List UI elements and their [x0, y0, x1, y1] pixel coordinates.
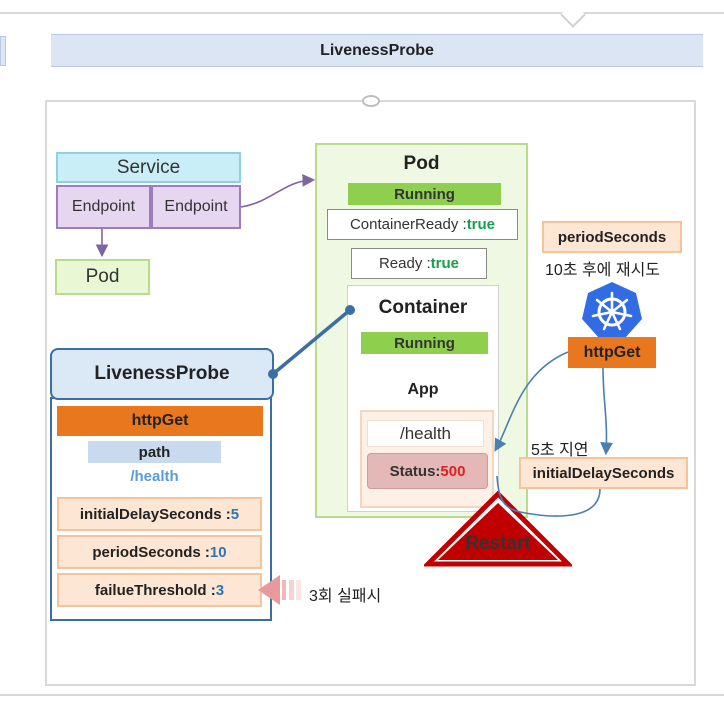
bottom-divider	[0, 694, 724, 696]
httpget-to-app-arrow	[494, 351, 569, 452]
health-endpoint: /health	[367, 420, 484, 447]
endpoint-box-1: Endpoint	[56, 185, 151, 229]
http-get-badge: httpGet	[568, 337, 656, 368]
retry-note: 10초 후에 재시도	[545, 262, 661, 279]
app-label: App	[407, 381, 439, 398]
period-label: periodSeconds :	[92, 543, 210, 561]
endpoint-to-pod-arrow	[240, 173, 316, 208]
service-box: Service	[56, 152, 241, 183]
retry-loop-line	[496, 475, 601, 517]
restart-warning-icon: Restart	[424, 490, 572, 567]
httpget-to-delay-arrow	[600, 367, 613, 456]
initial-delay-setting: initialDelaySeconds : 5	[57, 497, 262, 531]
http-get-method: httpGet	[57, 406, 263, 436]
period-value: 10	[209, 543, 227, 561]
path-value: /health	[130, 467, 179, 485]
path-label: path	[88, 441, 221, 463]
pod-status-badge: Running	[348, 183, 501, 205]
initial-delay-value: 5	[230, 505, 240, 523]
container-ready-value: true	[466, 216, 496, 233]
initial-delay-badge: initialDelaySeconds	[519, 457, 688, 489]
container-title: Container	[378, 297, 468, 318]
failure-arrow-icon	[258, 575, 301, 605]
pod-box-small: Pod	[55, 259, 150, 295]
ready-value: true	[430, 255, 460, 272]
probe-link-line	[271, 308, 352, 376]
failure-value: 3	[215, 581, 225, 599]
endpoint-box-2: Endpoint	[151, 185, 241, 229]
restart-label: Restart	[465, 533, 531, 554]
status-display: Status:500	[367, 453, 488, 489]
ready-condition: Ready : true	[351, 248, 487, 279]
container-ready-condition: ContainerReady : true	[327, 209, 518, 240]
initial-delay-label: initialDelaySeconds :	[79, 505, 231, 523]
failure-threshold-setting: failueThreshold : 3	[57, 573, 262, 607]
ready-label: Ready :	[378, 255, 431, 272]
period-seconds-setting: periodSeconds : 10	[57, 535, 262, 569]
left-tab	[0, 36, 6, 66]
delay-note: 5초 지연	[531, 442, 589, 459]
status-label: Status:	[389, 462, 441, 480]
probe-link-end-dot	[345, 305, 355, 315]
top-divider	[0, 12, 724, 14]
liveness-probe-title: LivenessProbe	[50, 348, 274, 400]
container-ready-label: ContainerReady :	[349, 216, 467, 233]
failure-label: failueThreshold :	[94, 581, 216, 599]
failure-note: 3회 실패시	[309, 588, 382, 605]
pod-title: Pod	[403, 153, 440, 174]
status-code: 500	[440, 462, 466, 480]
frame-connector	[362, 95, 380, 107]
kubernetes-icon	[582, 282, 642, 338]
container-status-badge: Running	[361, 332, 488, 354]
probe-link-start-dot	[268, 369, 278, 379]
period-seconds-badge: periodSeconds	[542, 221, 682, 253]
page-title: LivenessProbe	[51, 34, 703, 67]
